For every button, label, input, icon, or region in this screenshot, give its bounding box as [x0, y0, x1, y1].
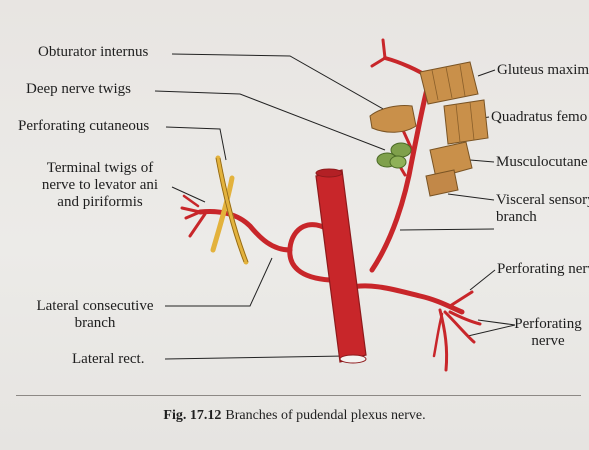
left-twig-1	[182, 208, 200, 212]
lower-branch-up	[450, 292, 472, 306]
leader-perforating-cutaneous	[166, 127, 226, 160]
label-lateral-consecutive-branch: Lateral consecutive branch	[30, 298, 160, 332]
label-deep-nerve-twigs: Deep nerve twigs	[26, 81, 131, 98]
label-terminal-twigs-line2: nerve to levator ani	[20, 177, 180, 194]
trunk-top-fork-a	[383, 40, 385, 58]
label-musculocutaneous: Musculocutane	[496, 154, 588, 171]
left-twig-2	[186, 212, 200, 218]
lateral-rect-vessel	[316, 169, 366, 363]
leader-gluteus	[478, 70, 495, 76]
figure-number: Fig. 17.12	[163, 408, 221, 423]
leader-deep-twigs	[155, 91, 385, 150]
leader-perf-bottom-2	[468, 325, 515, 336]
leader-visceral-nerve	[400, 229, 494, 230]
label-lateral-consecutive-line2: branch	[30, 315, 160, 332]
label-perforating-cutaneous: Perforating cutaneous	[18, 118, 149, 135]
leader-lateral-consecutive	[165, 258, 272, 306]
label-lateral-rect: Lateral rect.	[72, 351, 144, 368]
caption-text: Branches of pudendal plexus nerve.	[225, 408, 425, 423]
label-terminal-twigs: Terminal twigs of nerve to levator ani a…	[20, 160, 180, 211]
leader-obturator	[172, 54, 385, 110]
quadratus-femoris-muscle	[444, 100, 488, 144]
leader-visceral	[448, 194, 494, 200]
label-perforating-nerve-bottom-line1: Perforating	[512, 316, 584, 333]
label-terminal-twigs-line3: and piriformis	[20, 194, 180, 211]
lower-branch-4	[434, 314, 442, 356]
figure-caption: Fig. 17.12 Branches of pudendal plexus ne…	[0, 408, 589, 424]
deep-nerve-twigs-shape	[377, 143, 411, 168]
label-visceral-line1: Visceral sensory	[496, 192, 589, 209]
label-perforating-nerve-bottom-line2: nerve	[512, 333, 584, 350]
leader-perf-bottom-1	[478, 320, 515, 325]
label-visceral-sensory-branch: Visceral sensory branch	[496, 192, 589, 226]
lower-trunk	[348, 286, 462, 312]
label-gluteus-maximus: Gluteus maximu	[497, 62, 589, 79]
trunk-top-fork-b	[372, 58, 385, 66]
obturator-internus-muscle	[370, 105, 416, 132]
label-terminal-twigs-line1: Terminal twigs of	[20, 160, 180, 177]
label-visceral-line2: branch	[496, 209, 589, 226]
musculocutaneous-muscle	[426, 142, 472, 196]
caption-divider	[16, 395, 581, 396]
gluteus-maximus-muscle	[420, 62, 478, 104]
label-perforating-nerve-top: Perforating nerv	[497, 261, 589, 278]
leader-perf-top	[470, 270, 495, 290]
label-lateral-consecutive-line1: Lateral consecutive	[30, 298, 160, 315]
label-obturator-internus: Obturator internus	[38, 44, 148, 61]
leader-musculo	[470, 160, 494, 162]
label-perforating-nerve-bottom: Perforating nerve	[512, 316, 584, 350]
left-twig-3	[190, 214, 205, 236]
leader-lateral-rect	[165, 356, 345, 359]
label-quadratus-femoris: Quadratus femo	[491, 109, 587, 126]
